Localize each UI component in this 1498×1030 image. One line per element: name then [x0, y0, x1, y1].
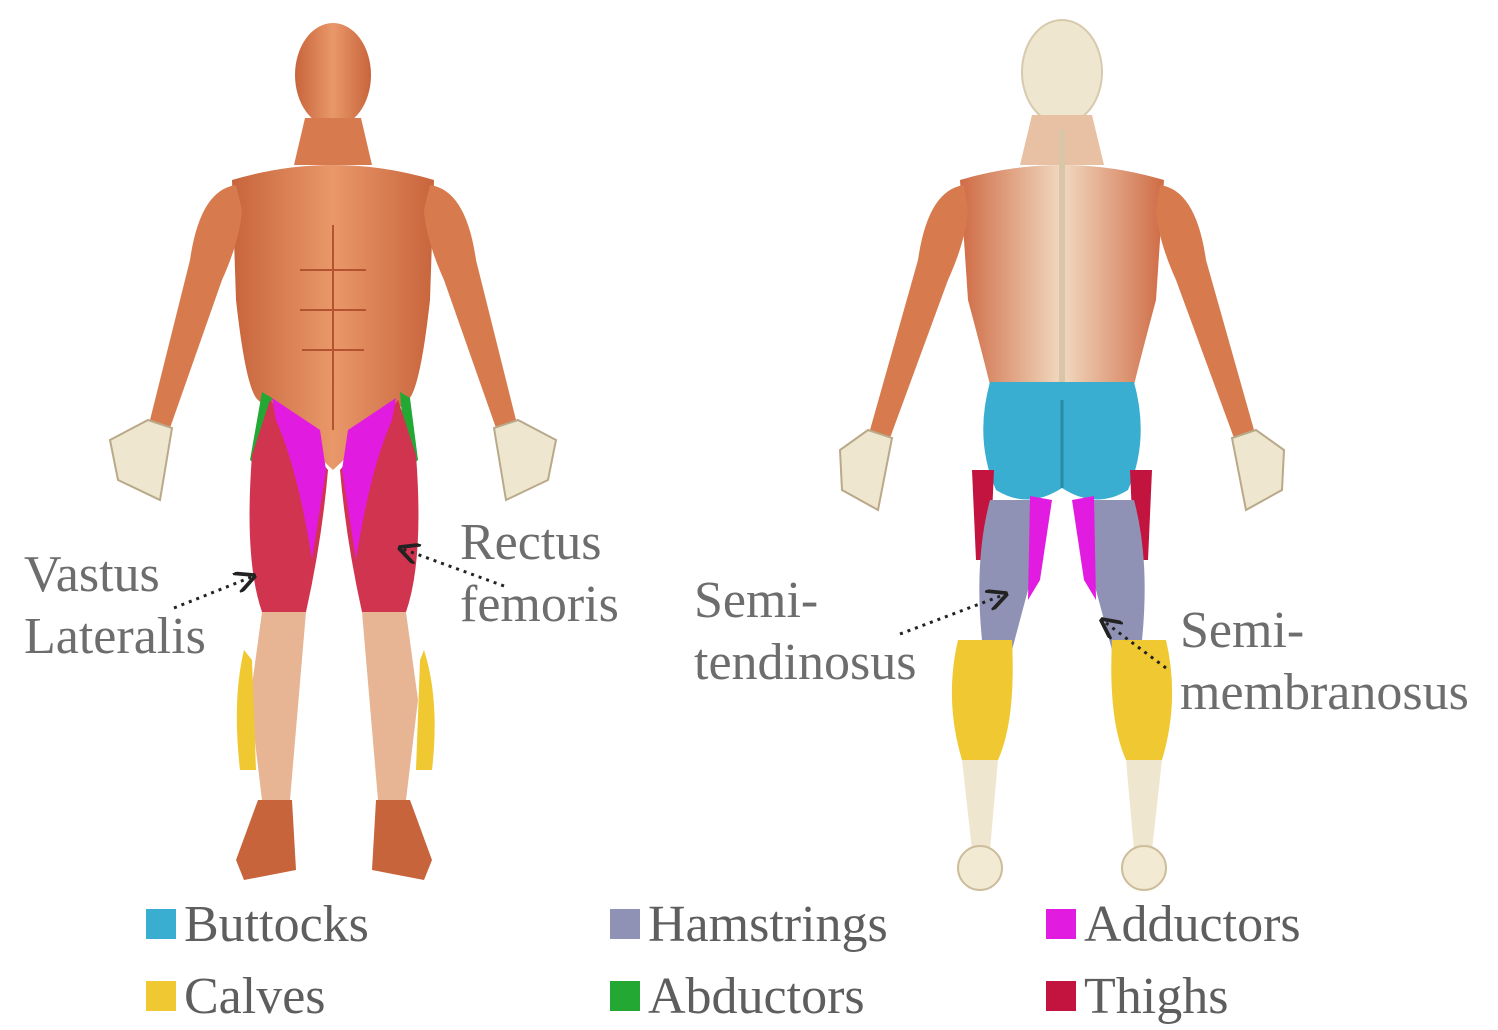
legend-label: Thighs — [1084, 967, 1228, 1026]
label-line: tendinosus — [694, 632, 916, 694]
legend-label: Adductors — [1084, 895, 1301, 954]
legend-label: Buttocks — [184, 895, 369, 954]
label-semimembranosus: Semi- membranosus — [1180, 600, 1469, 724]
legend-swatch — [1046, 909, 1076, 939]
back-heel-left — [958, 846, 1002, 890]
legend-item-thighs: Thighs — [1046, 966, 1228, 1026]
back-right-hand — [1232, 430, 1284, 510]
legend-swatch — [610, 981, 640, 1011]
back-lower-right — [1126, 760, 1162, 850]
back-figure — [840, 20, 1284, 890]
legend-swatch — [610, 909, 640, 939]
front-right-hand — [494, 420, 556, 500]
back-calf-right — [1111, 640, 1172, 760]
front-left-hand — [110, 420, 172, 500]
legend-swatch — [1046, 981, 1076, 1011]
back-left-arm — [870, 185, 968, 438]
legend-item-adductors: Adductors — [1046, 894, 1301, 954]
front-right-arm — [424, 185, 516, 428]
label-line: Rectus — [460, 512, 619, 574]
legend-label: Abductors — [648, 967, 865, 1026]
legend-item-calves: Calves — [146, 966, 326, 1026]
front-lower-leg-right — [362, 612, 418, 800]
back-heel-right — [1122, 846, 1166, 890]
legend-swatch — [146, 909, 176, 939]
back-head — [1022, 20, 1102, 124]
front-foot-left — [236, 800, 296, 880]
back-calf-left — [952, 640, 1013, 760]
back-right-arm — [1156, 185, 1254, 438]
label-line: Lateralis — [24, 606, 206, 668]
back-adductor-left — [1028, 496, 1052, 600]
label-line: Semi- — [694, 570, 916, 632]
front-lower-leg-left — [250, 612, 306, 800]
legend-item-buttocks: Buttocks — [146, 894, 369, 954]
back-hamstring-left — [979, 500, 1036, 650]
front-figure — [110, 23, 556, 880]
legend-label: Hamstrings — [648, 895, 888, 954]
label-line: femoris — [460, 574, 619, 636]
legend-label: Calves — [184, 967, 326, 1026]
back-lower-left — [962, 760, 998, 850]
label-semitendinosus: Semi- tendinosus — [694, 570, 916, 694]
label-line: membranosus — [1180, 662, 1469, 724]
legend-item-abductors: Abductors — [610, 966, 865, 1026]
back-adductor-right — [1072, 496, 1096, 600]
front-calf-right — [416, 650, 435, 770]
label-line: Vastus — [24, 544, 206, 606]
legend-swatch — [146, 981, 176, 1011]
front-neck — [294, 118, 372, 165]
label-rectus-femoris: Rectus femoris — [460, 512, 619, 636]
front-head — [295, 23, 371, 127]
back-hamstring-right — [1088, 500, 1145, 650]
front-calf-left — [237, 650, 256, 770]
front-foot-right — [372, 800, 432, 880]
label-line: Semi- — [1180, 600, 1469, 662]
label-vastus-lateralis: Vastus Lateralis — [24, 544, 206, 668]
front-left-arm — [150, 185, 242, 428]
legend-item-hamstrings: Hamstrings — [610, 894, 888, 954]
back-left-hand — [840, 430, 892, 510]
